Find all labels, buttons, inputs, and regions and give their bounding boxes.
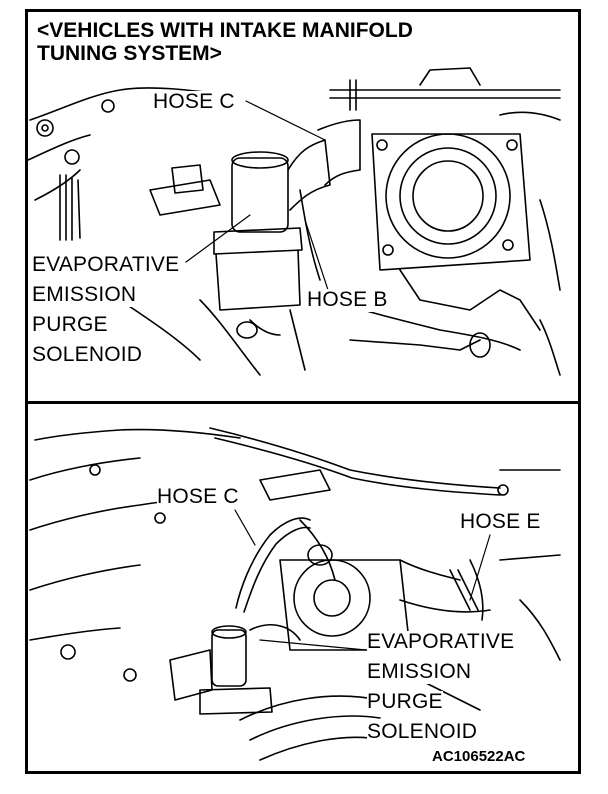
bottom-hose-c-label: HOSE C	[157, 485, 239, 509]
bottom-solenoid-label-line-3: PURGE	[367, 690, 443, 714]
bottom-solenoid-label-line-1: EVAPORATIVE	[367, 630, 515, 654]
bottom-engine-drawing	[29, 427, 561, 761]
bottom-solenoid-label-line-4: SOLENOID	[367, 720, 478, 744]
panel-divider	[25, 401, 581, 404]
title-line-2: TUNING SYSTEM>	[37, 42, 222, 66]
top-leader-lines	[185, 100, 331, 297]
top-solenoid-label-line-2: EMISSION	[32, 283, 137, 307]
bottom-hose-e-label: HOSE E	[460, 510, 541, 534]
top-hose-c-label: HOSE C	[153, 90, 235, 114]
figure-code: AC106522AC	[432, 748, 526, 765]
top-solenoid-label-line-1: EVAPORATIVE	[32, 253, 180, 277]
bottom-leader-lines	[234, 509, 491, 651]
title-line-1: <VEHICLES WITH INTAKE MANIFOLD	[37, 19, 413, 42]
top-solenoid-label-line-4: SOLENOID	[32, 343, 143, 367]
top-hose-b-label: HOSE B	[307, 288, 388, 312]
top-solenoid-label-line-3: PURGE	[32, 313, 108, 337]
top-engine-drawing	[27, 67, 561, 376]
bottom-solenoid-label-line-2: EMISSION	[367, 660, 472, 684]
